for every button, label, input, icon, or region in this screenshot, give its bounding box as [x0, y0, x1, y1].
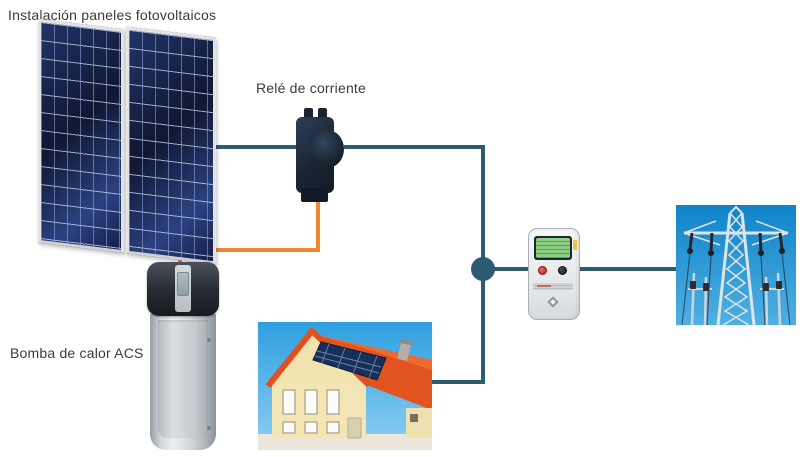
- screw-dot: [207, 338, 211, 342]
- meter-label-mark: [537, 285, 551, 287]
- wire-house-to-bus: [428, 380, 483, 384]
- relay-terminal: [318, 108, 327, 119]
- house-with-solar-roof-photo: [258, 322, 432, 450]
- solar-panel-icon: [126, 26, 216, 265]
- heat-pump-tank: [150, 314, 216, 450]
- meter-red-button: [538, 266, 547, 275]
- heat-pump-icon: [146, 260, 220, 452]
- wire-junction-to-meter: [483, 267, 531, 271]
- relay-label: Relé de corriente: [256, 80, 367, 96]
- meter-yellow-button: [573, 240, 577, 250]
- heat-pump-label: Bomba de calor ACS: [10, 345, 144, 361]
- wire-orange-relay-drop: [316, 194, 320, 252]
- wire-orange-horizontal: [178, 248, 320, 252]
- current-relay-icon: [292, 108, 350, 202]
- relay-terminal-block: [301, 188, 328, 202]
- relay-dial: [311, 130, 344, 168]
- meter-black-button: [558, 266, 567, 275]
- heat-pump-panel: [158, 320, 208, 438]
- power-transmission-tower-photo: [676, 205, 796, 325]
- meter-lcd: [536, 238, 570, 258]
- junction-node: [471, 257, 495, 281]
- wire-panels-to-relay: [206, 145, 296, 149]
- wire-meter-to-tower: [577, 267, 678, 271]
- energy-meter-icon: [528, 228, 580, 320]
- screw-dot: [207, 426, 211, 430]
- diagram-title: Instalación paneles fotovoltaicos: [8, 7, 217, 23]
- meter-label-strip: [533, 283, 573, 290]
- wire-relay-to-corner: [344, 145, 485, 149]
- relay-terminal: [304, 108, 313, 119]
- solar-panel-icon: [38, 18, 124, 254]
- heat-pump-display: [177, 272, 189, 296]
